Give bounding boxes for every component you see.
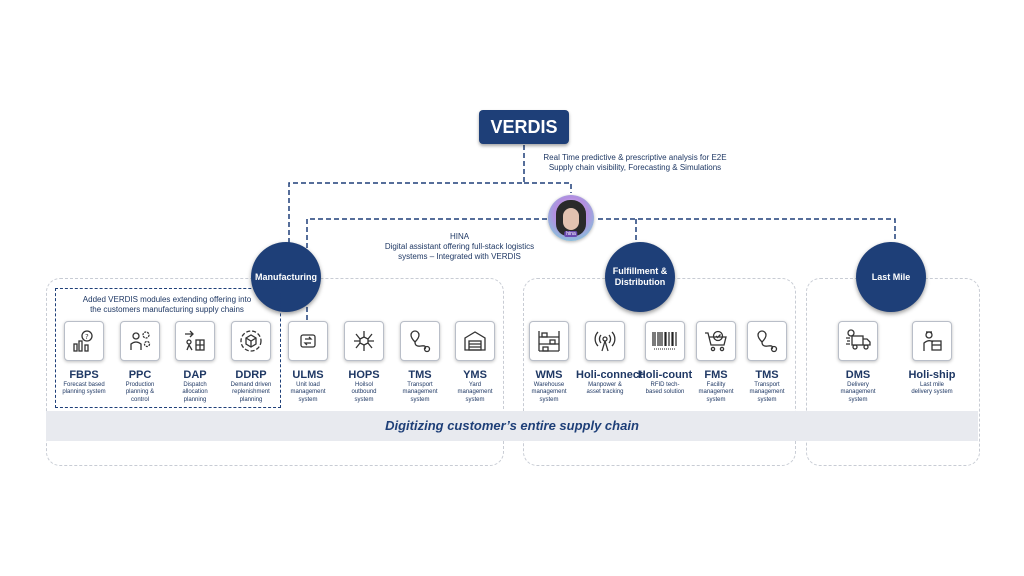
warehouse-truck-icon: [455, 321, 495, 361]
module-name: TMS: [408, 369, 432, 381]
delivery-truck-icon: [838, 321, 878, 361]
last-mile-label: Last Mile: [871, 271, 911, 282]
hina-face-icon: [556, 200, 586, 236]
box-cycle-icon: [231, 321, 271, 361]
module-name: PPC: [128, 369, 152, 381]
hina-to-last-mile-line: [598, 218, 896, 240]
module-name: FBPS: [69, 369, 99, 381]
unit-load-icon: [288, 321, 328, 361]
signal-tower-icon: [585, 321, 625, 361]
hina-note-line: systems – Integrated with VERDIS: [398, 252, 521, 261]
banner-band: [46, 411, 978, 441]
barcode-icon: [645, 321, 685, 361]
hina-title: HINA: [449, 232, 470, 241]
module-name: HOPS: [348, 369, 380, 381]
verdis-to-manufacturing-line: [288, 145, 525, 244]
worker-gears-icon: [120, 321, 160, 361]
module-desc: Manpower &asset tracking: [586, 382, 624, 396]
route-pin-icon: [400, 321, 440, 361]
route-pin-icon: [747, 321, 787, 361]
shelves-icon: [529, 321, 569, 361]
verdis-note: Real Time predictive & prescriptive anal…: [520, 153, 750, 173]
module-name: Holi-connect: [576, 369, 643, 381]
module-name: YMS: [463, 369, 487, 381]
module-holi-count: Holi-count RFID tech-based solution: [636, 321, 694, 397]
module-name: DAP: [183, 369, 207, 381]
manufacturing-extension-box: [55, 288, 281, 408]
fulfillment-label-line: Distribution: [614, 277, 666, 287]
banner-text: Digitizing customer’s entire supply chai…: [385, 418, 639, 433]
module-name: ULMS: [292, 369, 324, 381]
module-desc: RFID tech-based solution: [645, 382, 685, 396]
module-name: Holi-ship: [908, 369, 956, 381]
courier-icon: [912, 321, 952, 361]
bulb-chart-icon: ?: [64, 321, 104, 361]
last-mile-circle: Last Mile: [856, 242, 926, 312]
module-holi-connect: Holi-connect Manpower &asset tracking: [576, 321, 643, 397]
module-name: TMS: [755, 369, 779, 381]
hina-to-ulms-line: [306, 218, 547, 337]
cart-check-icon: [696, 321, 736, 361]
verdis-to-hina-line: [524, 182, 572, 193]
manufacturing-label: Manufacturing: [255, 271, 317, 282]
module-name: Holi-count: [637, 369, 693, 381]
verdis-note-line: Supply chain visibility, Forecasting & S…: [548, 163, 722, 172]
manufacturing-note-line: the customers manufacturing supply chain…: [90, 305, 244, 314]
manufacturing-note-line: Added VERDIS modules extending offering …: [82, 295, 252, 304]
hina-badge: hina: [564, 231, 578, 237]
manufacturing-extension-note: Added VERDIS modules extending offering …: [60, 295, 274, 315]
module-name: WMS: [535, 369, 563, 381]
module-name: DMS: [845, 369, 871, 381]
fulfillment-circle: Fulfillment & Distribution: [605, 242, 675, 312]
module-name: FMS: [704, 369, 728, 381]
fulfillment-label-line: Fulfillment &: [612, 266, 668, 276]
network-cube-icon: [344, 321, 384, 361]
manufacturing-circle: Manufacturing: [251, 242, 321, 312]
dispatch-boxes-icon: [175, 321, 215, 361]
hina-note-line: Digital assistant offering full-stack lo…: [384, 242, 535, 251]
svg-text:?: ?: [85, 333, 89, 341]
verdis-box: VERDIS: [479, 110, 569, 144]
verdis-note-line: Real Time predictive & prescriptive anal…: [543, 153, 727, 162]
hina-avatar: hina: [548, 195, 594, 241]
module-name: DDRP: [235, 369, 267, 381]
hina-note: HINA Digital assistant offering full-sta…: [362, 232, 557, 262]
